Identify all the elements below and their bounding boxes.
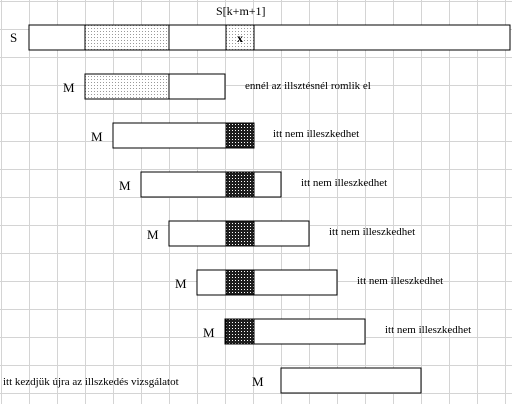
row-note: itt nem illeszkedhet <box>357 275 443 287</box>
pattern-label: M <box>91 129 103 144</box>
mismatch-position-label: S[k+m+1] <box>216 4 266 18</box>
row-note: itt nem illeszkedhet <box>301 177 387 189</box>
pattern-label: M <box>252 374 264 389</box>
pattern-label: M <box>119 178 131 193</box>
pattern-bar <box>280 367 422 394</box>
row-note: itt nem illeszkedhet <box>273 128 359 140</box>
pattern-label: M <box>175 276 187 291</box>
mismatch-column-mark <box>225 318 255 345</box>
pattern-bar <box>140 171 282 198</box>
pattern-unmatched-part <box>168 73 226 100</box>
pattern-label: M <box>63 80 75 95</box>
pattern-label: M <box>147 227 159 242</box>
pattern-label: M <box>203 325 215 340</box>
row-note: ennél az illsztésnél romlik el <box>245 80 371 92</box>
mismatch-column-mark <box>225 122 255 149</box>
row-note: itt nem illeszkedhet <box>329 226 415 238</box>
mismatch-column-mark <box>225 269 255 296</box>
mismatch-char: x <box>237 31 243 45</box>
mismatch-column-mark <box>225 171 255 198</box>
text-string-bar: x <box>28 24 511 51</box>
string-label: S <box>10 30 17 45</box>
matched-segment <box>84 24 170 51</box>
mismatch-cell <box>225 24 255 51</box>
restart-note: itt kezdjük újra az illszkedés vizsgálat… <box>3 376 179 388</box>
row-note: itt nem illeszkedhet <box>385 324 471 336</box>
mismatch-column-mark <box>225 220 255 247</box>
pattern-bar <box>196 269 338 296</box>
